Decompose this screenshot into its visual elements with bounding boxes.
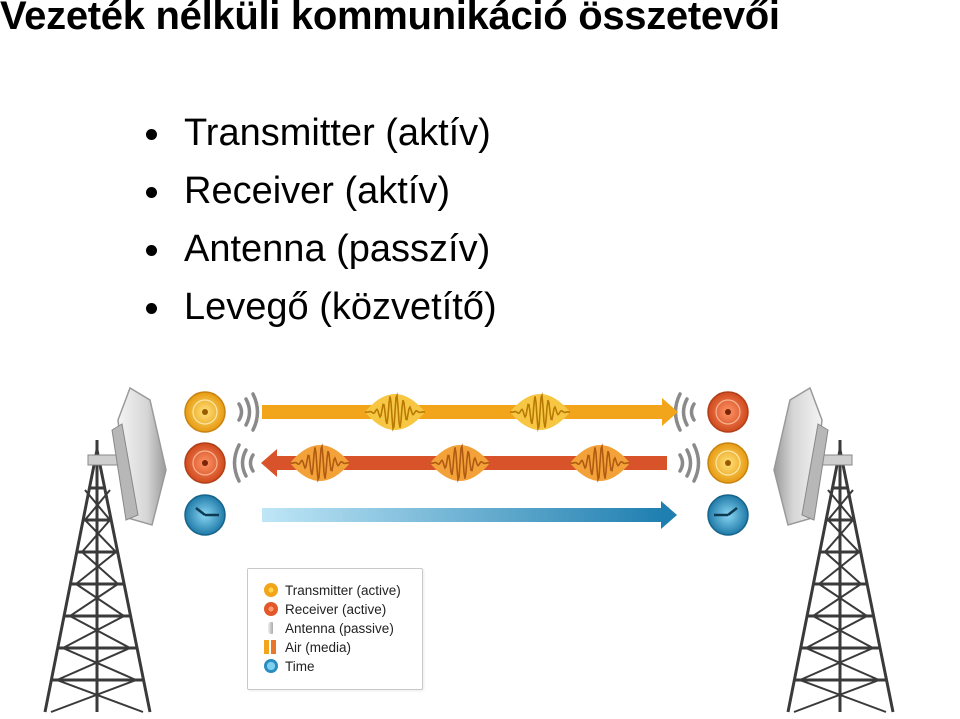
- bullet-text: Levegő (közvetítő): [184, 286, 497, 328]
- receiver-icon: [707, 391, 749, 433]
- slide-title: Vezeték nélküli kommunikáció összetevői: [0, 0, 780, 38]
- legend-item: Receiver (active): [264, 600, 386, 618]
- signal-waves-icon: [678, 443, 701, 483]
- legend-label: Antenna (passive): [285, 620, 394, 636]
- antenna-icon: [264, 621, 278, 635]
- bullet-dot: [146, 129, 157, 140]
- receiver-icon: [264, 602, 278, 616]
- clock-icon: [184, 494, 226, 536]
- bullet-list: Transmitter (aktív) Receiver (aktív) Ant…: [146, 104, 497, 336]
- legend-item: Time: [264, 657, 315, 675]
- transmitter-icon: [264, 583, 278, 597]
- clock-icon: [264, 659, 278, 673]
- transmitter-icon: [707, 442, 749, 484]
- signal-waves-icon: [237, 392, 260, 432]
- right-antenna-dish: [773, 386, 853, 526]
- wave-oscillation: [509, 392, 571, 432]
- wave-oscillation: [429, 443, 491, 483]
- legend-item: Antenna (passive): [264, 619, 394, 637]
- wave-oscillation: [569, 443, 631, 483]
- bullet-item: Antenna (passzív): [146, 220, 497, 278]
- legend-item: Air (media): [264, 638, 351, 656]
- wave-oscillation: [364, 392, 426, 432]
- right-tower: [786, 440, 895, 713]
- bullet-item: Levegő (közvetítő): [146, 278, 497, 336]
- bullet-item: Receiver (aktív): [146, 162, 497, 220]
- transmit-arrow: [262, 398, 678, 426]
- bullet-text: Antenna (passzív): [184, 228, 491, 270]
- legend-label: Time: [285, 658, 315, 674]
- bullet-dot: [146, 303, 157, 314]
- bullet-text: Receiver (aktív): [184, 170, 451, 212]
- transmitter-icon: [184, 391, 226, 433]
- signal-waves-icon: [673, 392, 696, 432]
- legend: Transmitter (active) Receiver (active) A…: [247, 568, 423, 690]
- air-icon: [264, 640, 278, 654]
- legend-item: Transmitter (active): [264, 581, 401, 599]
- wave-oscillation: [289, 443, 351, 483]
- left-antenna-dish: [87, 386, 167, 526]
- bullet-dot: [146, 187, 157, 198]
- clock-icon: [707, 494, 749, 536]
- legend-label: Receiver (active): [285, 601, 387, 617]
- signal-waves-icon: [232, 443, 255, 483]
- bullet-dot: [146, 245, 157, 256]
- bullet-item: Transmitter (aktív): [146, 104, 497, 162]
- bullet-text: Transmitter (aktív): [184, 112, 491, 154]
- receiver-icon: [184, 442, 226, 484]
- time-arrow: [262, 501, 677, 529]
- legend-label: Air (media): [285, 639, 352, 655]
- legend-label: Transmitter (active): [285, 582, 401, 598]
- left-tower: [43, 440, 152, 713]
